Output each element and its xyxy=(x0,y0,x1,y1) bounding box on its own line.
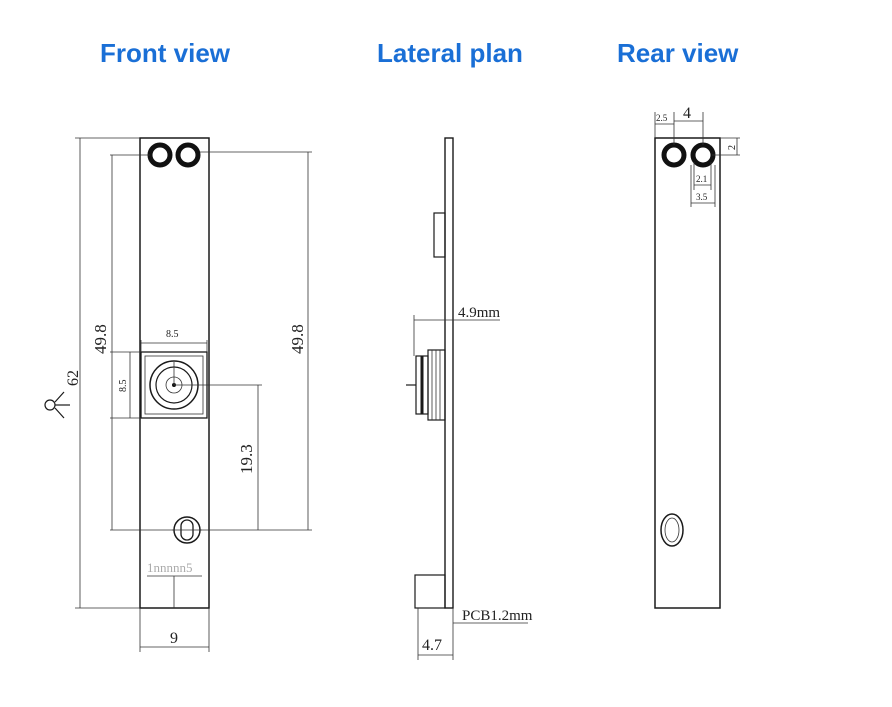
lateral-pcb xyxy=(444,137,454,609)
rear-bottom-hole xyxy=(660,513,684,547)
rear-mount-hole-right xyxy=(690,142,716,168)
dim-rear-hole-offset: 2.5 xyxy=(656,113,668,123)
rear-pcb-outline xyxy=(654,137,721,609)
dim-front-lens-to-hole: 19.3 xyxy=(237,444,256,474)
dim-rear-hole-spacing: 4 xyxy=(683,105,691,122)
lateral-top-component xyxy=(433,212,446,258)
dim-rear-hole-dia-b: 3.5 xyxy=(696,192,708,202)
dim-lateral-pcb: PCB1.2mm xyxy=(462,608,533,624)
dim-rear-top-offset: 2 xyxy=(727,145,738,150)
dim-lateral-depth: 4.7 xyxy=(422,637,442,654)
dim-front-lens-height: 8.5 xyxy=(118,380,129,393)
dim-front-total-height: 49.8 xyxy=(91,324,110,354)
front-mount-hole-left xyxy=(147,142,173,168)
dim-rear-hole-dia-a: 2.1 xyxy=(696,174,707,184)
front-pcb-outline xyxy=(139,137,210,609)
dim-front-right-height: 49.8 xyxy=(288,324,307,354)
fov-symbol xyxy=(44,391,70,419)
dim-front-fov: 62 xyxy=(65,370,82,386)
front-mount-hole-right xyxy=(175,142,201,168)
lateral-lens-body xyxy=(427,349,446,421)
front-view: 1nnnnn5 49.8 49.8 19.3 8.5 8.5 9 xyxy=(44,137,312,652)
lateral-plan-title: Lateral plan xyxy=(377,38,523,68)
rear-view-title: Rear view xyxy=(617,38,739,68)
rear-mount-hole-left xyxy=(661,142,687,168)
lateral-view: 4.9mm PCB1.2mm 4.7 xyxy=(406,137,533,660)
dim-front-lens-width: 8.5 xyxy=(166,329,179,340)
rear-view: 4 2.5 2 2.1 3.5 xyxy=(654,105,740,609)
front-view-title: Front view xyxy=(100,38,231,68)
dim-lateral-lens-depth: 4.9mm xyxy=(458,305,500,321)
lateral-connector-block xyxy=(414,574,446,609)
connector-label: 1nnnnn5 xyxy=(147,560,193,575)
dim-front-width: 9 xyxy=(170,630,178,647)
